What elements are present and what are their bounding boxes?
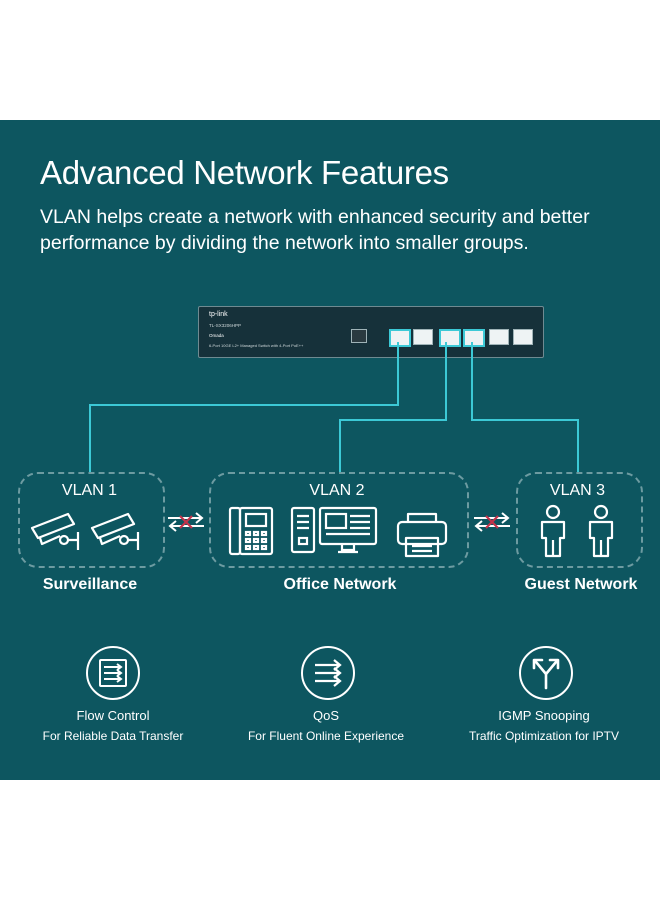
switch-port-2: [413, 329, 433, 345]
blocked-icon: [168, 512, 204, 532]
feature-panel: Advanced Network Features VLAN helps cre…: [0, 120, 660, 780]
feature-title-igmp: IGMP Snooping: [498, 708, 590, 723]
switch-port-6: [513, 329, 533, 345]
office-network-label: Office Network: [283, 576, 397, 593]
igmp-icon: [519, 646, 573, 700]
feature-subtitle-qos: For Fluent Online Experience: [247, 729, 405, 743]
blocked-icon: [474, 512, 510, 532]
ip-phone-icon: [228, 506, 274, 556]
feature-subtitle-igmp: Traffic Optimization for IPTV: [468, 729, 620, 743]
vlan3-group: [516, 472, 643, 568]
feature-title-qos: QoS: [312, 708, 339, 723]
switch-port-3: [439, 329, 461, 347]
switch-brand: tp-link: [209, 311, 228, 318]
flow-control-icon: [86, 646, 140, 700]
printer-icon: [396, 512, 448, 558]
feature-subtitle-flow-control: For Reliable Data Transfer: [42, 729, 184, 743]
guest-network-label: Guest Network: [524, 576, 638, 593]
vlan2-group: [209, 472, 469, 568]
vlan1-link: [89, 342, 399, 472]
description-text: VLAN helps create a network with enhance…: [40, 206, 590, 254]
console-port: [351, 329, 367, 343]
person-icon: [588, 504, 614, 558]
switch-description: 6-Port 10GE L2+ Managed Switch with 4-Po…: [209, 343, 304, 348]
camera-icon: [30, 512, 80, 550]
vlan1-group: [18, 472, 165, 568]
vlan2-link: [339, 342, 447, 472]
vlan3-link: [471, 342, 579, 472]
pc-icon: [290, 506, 378, 554]
switch-model: TL-SX3206HPP: [209, 323, 242, 328]
feature-title-flow-control: Flow Control: [76, 708, 150, 723]
vlan1-label: VLAN 1: [61, 482, 118, 499]
vlan2-label: VLAN 2: [309, 482, 365, 499]
switch-port-5: [489, 329, 509, 345]
switch-platform: Omada: [209, 333, 224, 338]
connection-lines: [89, 342, 579, 472]
switch-port-1: [389, 329, 411, 347]
person-icon: [540, 504, 566, 558]
switch-port-4: [463, 329, 485, 347]
page-title: Advanced Network Features: [40, 154, 449, 191]
qos-icon: [301, 646, 355, 700]
network-switch: tp-link TL-SX3206HPP Omada 6-Port 10GE L…: [198, 306, 544, 358]
surveillance-label: Surveillance: [42, 576, 138, 593]
vlan3-label: VLAN 3: [549, 482, 606, 499]
camera-icon: [90, 512, 140, 550]
